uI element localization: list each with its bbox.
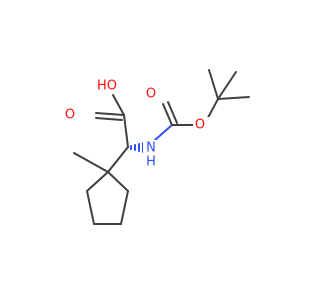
bond-n-to-carbamate-c (154, 124, 173, 141)
carbamate-carbonyl-oxygen-label: O (146, 87, 156, 102)
bond-tbu-methyl-2 (217, 71, 237, 100)
bond-acid-c-o-hydroxyl (112, 94, 125, 116)
bond-carbamate-c-o-double-1 (162, 103, 173, 126)
bond-acid-c-o-double-2 (95, 117, 123, 121)
bond-acid-c-o-double-1 (95, 112, 125, 116)
bond-alpha-to-acid-c (123, 114, 129, 148)
hydroxyl-label: HO (97, 79, 117, 94)
amide-hydrogen-label: H (146, 155, 156, 170)
chemical-structure: HO O N H O O (63, 69, 250, 225)
bond-carbamate-c-o-double-2 (167, 101, 178, 124)
carbamate-ester-oxygen-label: O (195, 118, 205, 133)
acid-carbonyl-oxygen-label: O (65, 108, 75, 123)
bond-tbu-methyl-3 (217, 96, 250, 100)
bond-methyl (73, 152, 109, 173)
cyclopentane-ring (85, 170, 130, 225)
stereo-hash-bond (130, 142, 144, 153)
amide-nitrogen-label: N (146, 141, 156, 156)
bond-alpha-to-ring-c (107, 146, 129, 173)
bond-tbu-methyl-1 (208, 69, 219, 100)
